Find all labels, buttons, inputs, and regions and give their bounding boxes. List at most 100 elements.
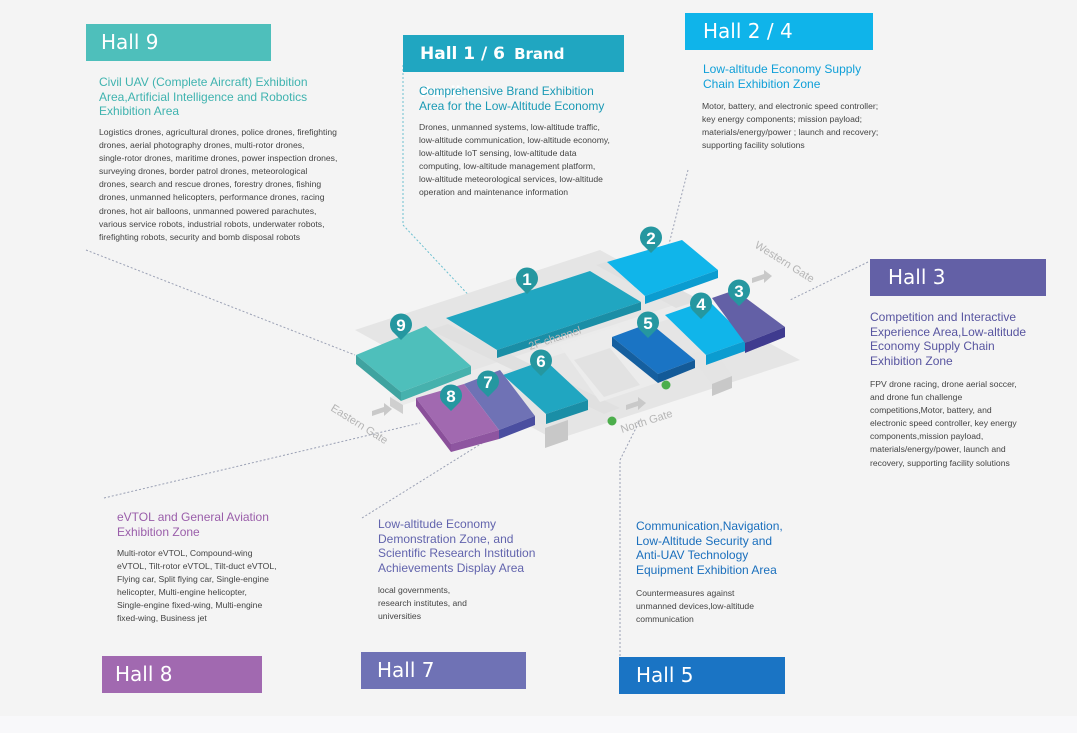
hall9-label[interactable]: Hall 9 — [86, 24, 271, 61]
pin-1[interactable]: 1 — [516, 267, 538, 294]
hall1-6-label[interactable]: Hall 1 / 6 Brand Pavilion — [403, 35, 624, 101]
desc-line: unmanned devices,low-altitude — [636, 601, 754, 612]
hall3-label-text: Hall 3 — [888, 265, 946, 289]
desc-line: electronic speed controller, key energy — [870, 418, 1017, 429]
hall2-4-label-text: Hall 2 / 4 — [703, 19, 793, 43]
hall3-label[interactable]: Hall 3 — [870, 259, 1046, 296]
western-gate-arrow — [752, 270, 772, 283]
desc-line: key energy components; mission payload; — [702, 114, 863, 125]
hall9-label-text: Hall 9 — [101, 30, 159, 54]
desc-line: recovery, supporting facility solutions — [870, 457, 1010, 468]
desc-line: Multi-rotor eVTOL, Compound-wing — [117, 548, 253, 558]
hall9-zone-title: Civil UAV (Complete Aircraft) Exhibition… — [99, 75, 308, 119]
svg-text:3: 3 — [734, 282, 743, 301]
hall7-label[interactable]: Hall 7 — [361, 652, 526, 689]
hall5-label-text: Hall 5 — [636, 663, 694, 687]
hall5-label[interactable]: Hall 5 — [619, 657, 785, 694]
hall8-zone-title: eVTOL and General Aviation Exhibition Zo… — [117, 510, 269, 539]
desc-line: research institutes, and — [378, 598, 467, 609]
pin-6[interactable]: 6 — [530, 349, 552, 376]
pin-2[interactable]: 2 — [640, 226, 662, 253]
pin-8[interactable]: 8 — [440, 384, 462, 411]
hall4-block[interactable] — [665, 300, 748, 365]
hall1-block[interactable] — [446, 271, 641, 358]
pin-7[interactable]: 7 — [477, 370, 499, 397]
svg-text:7: 7 — [483, 373, 492, 392]
north-gate-arrow — [626, 397, 646, 410]
desc-line: FPV drone racing, drone aerial soccer, — [870, 379, 1017, 389]
desc-line: supporting facility solutions — [702, 140, 805, 151]
hall2-4-zone-title: Low-altitude Economy Supply Chain Exhibi… — [703, 62, 862, 91]
hall9-zone-desc: Logistics drones, agricultural drones, p… — [99, 126, 389, 244]
connector-lines — [85, 65, 869, 660]
desc-line: local governments, — [378, 585, 451, 595]
svg-text:2: 2 — [646, 229, 655, 248]
desc-line: Single-engine fixed-wing, Multi-engine — [117, 600, 263, 611]
hall2-4-label[interactable]: Hall 2 / 4 — [685, 13, 873, 50]
hall1-6-sublabel: Brand Pavilion — [420, 45, 565, 101]
hall1-6-label-text: Hall 1 / 6 — [420, 44, 505, 64]
pins: 1 2 3 4 5 6 7 8 — [390, 226, 750, 411]
desc-line: materials/energy/power, launch and — [870, 444, 1006, 455]
pin-3[interactable]: 3 — [728, 279, 750, 306]
desc-line: various service robots, industrial robot… — [99, 218, 325, 229]
hall5-zone-desc: Countermeasures against unmanned devices,… — [636, 587, 796, 626]
hall1-6-zone-title: Comprehensive Brand Exhibition Area for … — [419, 84, 605, 113]
desc-line: drones, unmanned helicopters, performanc… — [99, 192, 325, 203]
desc-line: Motor, battery, and electronic speed con… — [702, 101, 879, 111]
desc-line: competitions,Motor, battery, and — [870, 405, 992, 416]
desc-line: surveying drones, border patrol drones, … — [99, 166, 308, 177]
hall1-6-zone-desc: Drones, unmanned systems, low-altitude t… — [419, 121, 659, 200]
hall8-label-text: Hall 8 — [115, 662, 173, 686]
desc-line: materials/energy/power ; launch and reco… — [702, 127, 879, 138]
hall8-label[interactable]: Hall 8 — [102, 656, 262, 693]
desc-line: low-altitude communication, low-altitude… — [419, 135, 610, 146]
desc-line: drones, aerial photography drones, multi… — [99, 140, 305, 151]
desc-line: eVTOL, Tilt-rotor eVTOL, Tilt-duct eVTOL… — [117, 561, 277, 572]
entrance-icon — [607, 416, 617, 426]
hall7-label-text: Hall 7 — [377, 658, 435, 682]
hall5-zone-title: Communication,Navigation, Low-Altitude S… — [636, 519, 783, 577]
desc-line: computing, low-altitude management platf… — [419, 161, 596, 172]
desc-line: firefighting robots, security and bomb d… — [99, 231, 301, 242]
hall9-block[interactable] — [356, 326, 471, 401]
desc-line: Flying car, Split flying car, Single-eng… — [117, 574, 269, 585]
desc-line: communication — [636, 614, 694, 625]
hall7-zone-title: Low-altitude Economy Demonstration Zone,… — [378, 517, 536, 575]
desc-line: Drones, unmanned systems, low-altitude t… — [419, 122, 600, 132]
bottom-strip — [0, 716, 1077, 733]
hall3-block[interactable] — [712, 290, 785, 353]
pin-4[interactable]: 4 — [690, 292, 712, 319]
desc-line: drones, search and rescue drones, forest… — [99, 179, 322, 190]
desc-line: low-altitude meteorological services, lo… — [419, 174, 603, 185]
eastern-gate-arrow — [372, 403, 392, 416]
hall2-block[interactable] — [607, 240, 718, 304]
hall3-zone-desc: FPV drone racing, drone aerial soccer, an… — [870, 378, 1070, 470]
desc-line: and drone fun challenge — [870, 392, 963, 403]
hall8-zone-desc: Multi-rotor eVTOL, Compound-wing eVTOL, T… — [117, 547, 317, 626]
svg-text:5: 5 — [643, 314, 652, 333]
desc-line: helicopter, Multi-engine helicopter, — [117, 587, 247, 598]
entrance-icon — [661, 380, 671, 390]
svg-text:6: 6 — [536, 352, 545, 371]
svg-text:1: 1 — [522, 270, 531, 289]
desc-line: components,mission payload, — [870, 431, 984, 442]
hall2-4-zone-desc: Motor, battery, and electronic speed con… — [702, 100, 922, 152]
desc-line: single-rotor drones, maritime drones, po… — [99, 153, 338, 164]
hall5-block[interactable] — [612, 323, 695, 383]
svg-text:4: 4 — [696, 295, 706, 314]
desc-line: low-altitude IoT sensing, low-altitude d… — [419, 148, 577, 159]
hall6-block[interactable] — [503, 360, 588, 424]
svg-text:8: 8 — [446, 387, 455, 406]
svg-text:9: 9 — [396, 316, 405, 335]
desc-line: Logistics drones, agricultural drones, p… — [99, 127, 337, 137]
pin-9[interactable]: 9 — [390, 313, 412, 340]
pin-5[interactable]: 5 — [637, 311, 659, 338]
hall7-zone-desc: local governments, research institutes, a… — [378, 584, 528, 623]
hall8-block[interactable] — [416, 384, 499, 452]
desc-line: operation and maintenance information — [419, 187, 569, 198]
desc-line: Countermeasures against — [636, 588, 735, 598]
desc-line: drones, hot air balloons, unmanned power… — [99, 205, 317, 216]
hall3-zone-title: Competition and Interactive Experience A… — [870, 310, 1027, 368]
